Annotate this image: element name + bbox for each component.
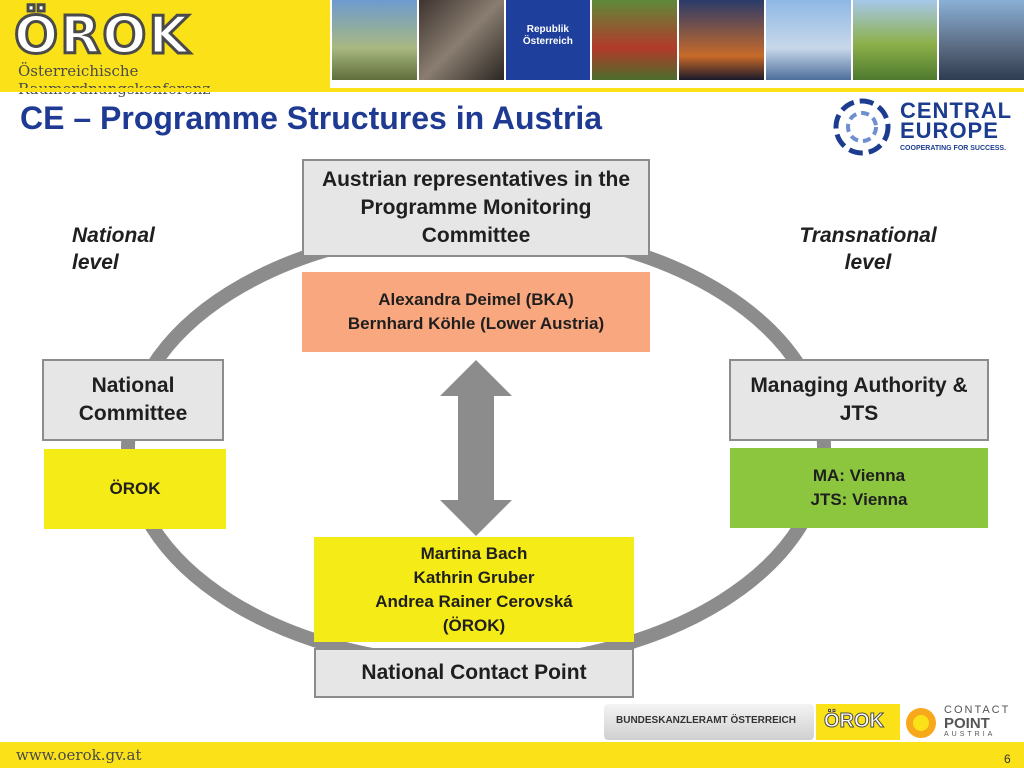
managing-authority-detail-box: MA: Vienna JTS: Vienna — [730, 448, 988, 528]
national-committee-detail-box: ÖROK — [44, 449, 226, 529]
double-arrow-icon — [440, 360, 512, 536]
orok-logo-area: ÖROK Österreichische Raumordnungskonfere… — [0, 0, 330, 98]
national-committee-box: National Committee — [42, 359, 224, 441]
photo-highway-night — [677, 0, 764, 80]
flag-text: Republik Österreich — [522, 24, 573, 47]
photo-landscape — [850, 0, 938, 80]
ncp-member: Andrea Rainer Cerovská — [375, 591, 573, 611]
orok-small-logo: ÖROK — [816, 704, 900, 740]
national-committee-detail: ÖROK — [109, 479, 161, 498]
photo-city — [937, 0, 1024, 80]
transnational-level-label: Transnational level — [799, 224, 937, 274]
ncp-title: National Contact Point — [361, 661, 587, 684]
managing-authority-title: Managing Authority & JTS — [750, 374, 968, 425]
ncp-box: National Contact Point — [314, 648, 634, 698]
page-number: 6 — [1004, 752, 1011, 766]
austria-text: AUSTRIA — [944, 731, 996, 738]
orok-logo: ÖROK — [13, 5, 191, 68]
ncp-member: Martina Bach — [420, 543, 528, 563]
bka-logo: BUNDESKANZLERAMT ÖSTERREICH — [604, 704, 814, 740]
pmc-title: Austrian representatives in the Programm… — [321, 168, 631, 247]
ncp-members-box: Martina Bach Kathrin Gruber Andrea Raine… — [314, 537, 634, 642]
orok-small-logo-text: ÖROK — [824, 710, 885, 733]
pmc-box: Austrian representatives in the Programm… — [302, 159, 650, 257]
header-divider — [0, 88, 1024, 92]
central-europe-logo: CENTRAL EUROPE COOPERATING FOR SUCCESS. — [830, 96, 1013, 158]
contact-point-icon — [906, 708, 936, 738]
ce-logo-line2: EUROPE — [900, 118, 999, 143]
footer-url[interactable]: www.oerok.gv.at — [16, 746, 142, 764]
footer-bar — [0, 742, 1024, 768]
national-committee-title: National Committee — [78, 374, 188, 425]
photo-alpine-hut — [330, 0, 417, 80]
ce-logo-tagline: COOPERATING FOR SUCCESS. — [900, 145, 1007, 152]
ce-logo-line1: CENTRAL — [900, 98, 1013, 123]
contact-text: CONTACT — [944, 704, 1011, 716]
slide-title: CE – Programme Structures in Austria — [20, 100, 603, 136]
ncp-member: (ÖROK) — [442, 615, 506, 635]
photo-bridge — [763, 0, 851, 80]
photo-crowd — [416, 0, 504, 80]
managing-authority-box: Managing Authority & JTS — [729, 359, 989, 441]
ncp-member: Kathrin Gruber — [413, 567, 535, 587]
pmc-member: Bernhard Köhle (Lower Austria) — [347, 314, 605, 333]
national-level-label: National level — [72, 224, 155, 274]
bka-logo-text: BUNDESKANZLERAMT ÖSTERREICH — [616, 715, 796, 726]
photo-poppies — [590, 0, 677, 80]
pmc-member: Alexandra Deimel (BKA) — [378, 290, 574, 309]
pmc-members-box: Alexandra Deimel (BKA) Bernhard Köhle (L… — [302, 272, 650, 352]
partner-logos: BUNDESKANZLERAMT ÖSTERREICH ÖROK CONTACT… — [604, 704, 1024, 742]
ma-location: MA: Vienna — [812, 466, 906, 485]
star-circle-icon — [833, 98, 891, 156]
header-photo-strip: Republik Österreich — [330, 0, 1024, 80]
jts-location: JTS: Vienna — [810, 490, 908, 509]
point-text: POINT — [944, 715, 990, 732]
photo-eu-austria-flag: Republik Österreich — [503, 0, 591, 80]
contact-point-logo: CONTACT POINT AUSTRIA — [900, 704, 1024, 740]
